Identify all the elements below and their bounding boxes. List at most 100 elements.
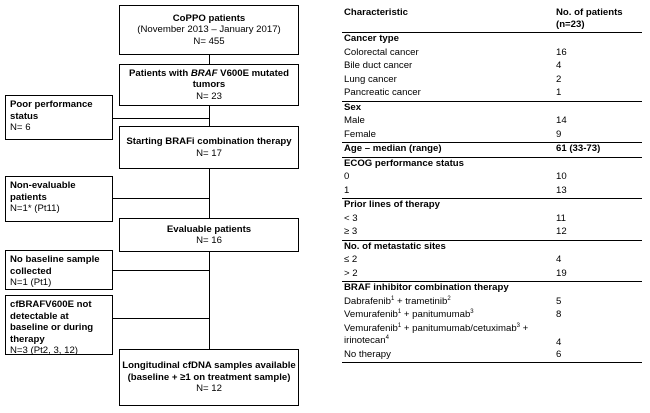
coppo-n: N= 455 xyxy=(193,35,225,47)
poor-n: N= 6 xyxy=(10,122,31,133)
therapy-vempc: Vemurafenib1 + panitumumab/cetuximab3 + … xyxy=(344,322,529,346)
box-coppo: CoPPO patients (November 2013 – January … xyxy=(119,5,299,55)
row-value: 14 xyxy=(556,115,567,126)
table-row: Female 9 xyxy=(342,129,642,143)
table-row: Prior lines of therapy xyxy=(342,198,642,213)
table-row: Lung cancer 2 xyxy=(342,74,642,88)
box-non-evaluable: Non-evaluable patients N=1* (Pt11) xyxy=(5,176,113,222)
row-value: 1 xyxy=(556,87,562,98)
therapy-dab: Dabrafenib1 + trametinib2 xyxy=(344,295,451,307)
table-row: > 2 19 xyxy=(342,268,642,282)
branch-nobaseline xyxy=(113,270,209,271)
table-row: Pancreatic cancer 1 xyxy=(342,87,642,101)
nobaseline-n: N=1 (Pt1) xyxy=(10,277,52,288)
coppo-title: CoPPO patients xyxy=(172,12,246,24)
row-value: 16 xyxy=(556,46,567,58)
table-row: Bile duct cancer 4 xyxy=(342,60,642,74)
row-value xyxy=(542,281,642,296)
row-value: 19 xyxy=(556,267,567,279)
evaluable-title: Evaluable patients xyxy=(166,223,252,235)
evaluable-n: N= 16 xyxy=(196,235,222,246)
box-starting: Starting BRAFi combination therapy N= 17 xyxy=(119,126,299,169)
section-label: Prior lines of therapy xyxy=(342,198,542,213)
nobaseline-title: No baseline sample collected xyxy=(10,254,100,277)
section-label: Cancer type xyxy=(344,33,399,44)
item-label: 0 xyxy=(344,171,350,182)
coppo-period: (November 2013 – January 2017) xyxy=(137,24,281,36)
row-value xyxy=(542,100,642,115)
table-row: 1 13 xyxy=(342,185,642,199)
table-header: Characteristic No. of patients (n=23) xyxy=(342,5,642,33)
table-row: ECOG performance status xyxy=(342,156,642,171)
starting-n: N= 17 xyxy=(196,147,222,159)
item-label: Male xyxy=(344,115,365,126)
box-no-baseline: No baseline sample collected N=1 (Pt1) xyxy=(5,250,113,290)
poor-title: Poor performance status xyxy=(10,99,93,122)
table-row: < 3 11 xyxy=(342,213,642,227)
branch-noneval xyxy=(113,198,209,199)
item-label: ≤ 2 xyxy=(344,254,358,265)
row-value: 4 xyxy=(556,254,562,265)
row-value: 61 (33-73) xyxy=(542,142,642,157)
table-row: Age – median (range)61 (33-73) xyxy=(342,142,642,157)
longitudinal-n: N= 12 xyxy=(196,383,222,395)
therapy-vempc-value: 4 xyxy=(556,336,562,348)
item-label: < 3 xyxy=(344,212,358,224)
header-characteristic: Characteristic xyxy=(342,5,542,33)
item-label: Female xyxy=(344,128,376,140)
row-value: 4 xyxy=(556,60,562,71)
box-cfbraf: cfBRAFV600E not detectable at baseline o… xyxy=(5,295,113,356)
therapy-dab-value: 5 xyxy=(556,295,562,307)
therapy-body: Dabrafenib1 + trametinib2 5 Vemurafenib1… xyxy=(342,295,642,363)
row-value: 13 xyxy=(556,184,567,196)
noneval-title: Non-evaluable patients xyxy=(10,180,76,203)
box-poor-performance: Poor performance status N= 6 xyxy=(5,95,113,140)
table-row: Male 14 xyxy=(342,115,642,129)
box-evaluable: Evaluable patients N= 16 xyxy=(119,218,299,252)
table-row: No therapy 6 xyxy=(342,348,642,363)
branch-poor xyxy=(113,118,209,119)
row-value xyxy=(542,156,642,171)
characteristics-table: Characteristic No. of patients (n=23) Ca… xyxy=(342,5,642,363)
row-value xyxy=(542,198,642,213)
item-label: 1 xyxy=(344,184,350,196)
row-value: 2 xyxy=(556,73,562,85)
table-row: No. of metastatic sites xyxy=(342,239,642,254)
section-label: Age – median (range) xyxy=(342,142,542,157)
table-row: ≤ 2 4 xyxy=(342,254,642,268)
row-value: 9 xyxy=(556,128,562,140)
row-value: 10 xyxy=(556,171,567,182)
table-row: 0 10 xyxy=(342,171,642,185)
item-label: Lung cancer xyxy=(344,73,397,85)
therapy-none-value: 6 xyxy=(542,348,642,363)
therapy-none: No therapy xyxy=(342,348,542,363)
item-label: Bile duct cancer xyxy=(344,60,413,71)
flow-spine xyxy=(209,55,210,350)
table-row: ≥ 3 12 xyxy=(342,226,642,240)
item-label: > 2 xyxy=(344,267,358,279)
row-value: 12 xyxy=(556,226,567,237)
table-row: Sex xyxy=(342,100,642,115)
longitudinal-title: Longitudinal cfDNA samples available (ba… xyxy=(122,360,296,383)
cfbraf-n: N=3 (Pt2, 3, 12) xyxy=(10,345,78,356)
header-patients: No. of patients (n=23) xyxy=(542,5,642,33)
section-label: BRAF inhibitor combination therapy xyxy=(342,281,542,296)
row-value xyxy=(542,239,642,254)
table-row: BRAF inhibitor combination therapy xyxy=(342,281,642,296)
item-label: ≥ 3 xyxy=(344,226,358,237)
braf-title: Patients with BRAF V600E mutated tumors xyxy=(129,67,289,91)
table-row: Vemurafenib1 + panitumumab3 8 xyxy=(342,309,642,323)
noneval-n: N=1* (Pt11) xyxy=(10,203,60,214)
item-label: Pancreatic cancer xyxy=(344,87,421,98)
box-longitudinal: Longitudinal cfDNA samples available (ba… xyxy=(119,349,299,406)
row-value: 11 xyxy=(556,212,566,224)
braf-n: N= 23 xyxy=(196,90,222,102)
table-row: Cancer type xyxy=(342,33,642,47)
row-value xyxy=(542,33,642,47)
therapy-vemp-value: 8 xyxy=(556,309,562,320)
starting-title: Starting BRAFi combination therapy xyxy=(126,136,292,147)
section-label: ECOG performance status xyxy=(342,156,542,171)
table-row: Dabrafenib1 + trametinib2 5 xyxy=(342,295,642,310)
cfbraf-title: cfBRAFV600E not detectable at baseline o… xyxy=(10,299,94,345)
